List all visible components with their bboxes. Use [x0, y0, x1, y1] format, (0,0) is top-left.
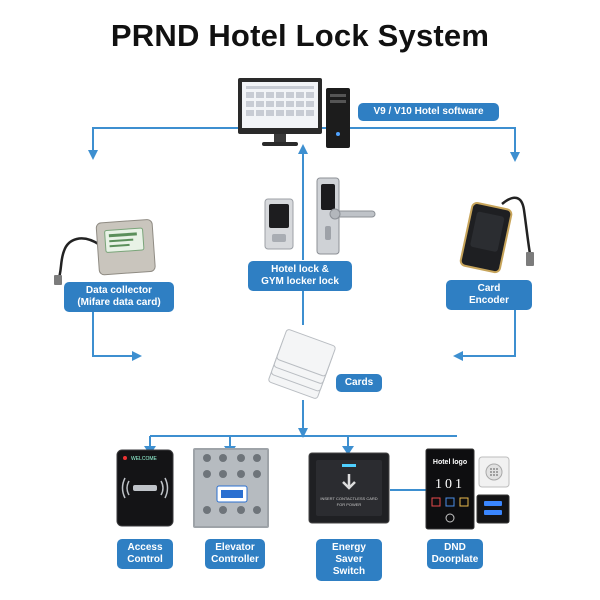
energy-text-line1: INSERT CONTACTLESS CARD: [320, 496, 377, 501]
card-encoder-label-line1: Card: [477, 283, 501, 294]
energy-text-line2: FOR POWER: [337, 502, 362, 507]
access-control-label-line2: Control: [127, 554, 163, 565]
access-control-label-line1: Access: [127, 542, 163, 553]
energy-saver-switch-icon: INSERT CONTACTLESS CARD FOR POWER: [308, 452, 390, 524]
access-brand-text: WELCOME: [131, 456, 158, 462]
data-collector-icon: [54, 219, 156, 285]
access-control-icon: WELCOME: [116, 449, 174, 527]
card-encoder-label-line2: Encoder: [468, 295, 509, 306]
data-collector-label: Data collector (Mifare data card): [64, 282, 174, 312]
doorplate-label-line2: Doorplate: [431, 554, 479, 565]
dnd-switch-icon: [476, 494, 510, 524]
elevator-controller-label-line2: Controller: [211, 554, 259, 565]
page-title: PRND Hotel Lock System: [110, 18, 490, 53]
flow-line-right-lower: [453, 290, 516, 361]
hotel-door-lock-icon: [316, 177, 376, 255]
elevator-controller-label: Elevator Controller: [205, 539, 265, 569]
doorplate-icon: Hotel logo 101: [425, 448, 475, 530]
arrow-energy: [342, 446, 354, 455]
hotel-lock-label: Hotel lock & GYM locker lock: [248, 261, 352, 291]
elevator-controller-icon: [193, 448, 269, 528]
doorbell-icon: [478, 456, 510, 488]
software-label: V9 / V10 Hotel software: [358, 103, 499, 121]
energy-saver-label-line1: Energy: [332, 542, 366, 553]
card-encoder-label: Card Encoder: [446, 280, 532, 310]
hotel-lock-label-line2: GYM locker lock: [261, 276, 339, 287]
cards-label: Cards: [336, 374, 382, 392]
energy-saver-label-line2: Saver Switch: [332, 554, 366, 577]
locker-lock-icon: [264, 198, 294, 250]
data-collector-label-line2: (Mifare data card): [77, 297, 161, 308]
hotel-lock-label-line1: Hotel lock &: [271, 264, 329, 275]
doorplate-label-line1: DND: [444, 542, 466, 553]
doorplate-number-text: 101: [435, 477, 465, 492]
cards-icon: [268, 329, 336, 399]
access-control-label: Access Control: [117, 539, 173, 569]
card-encoder-icon: [459, 196, 534, 274]
flow-line-bottom-bus: [149, 435, 457, 452]
energy-saver-label: Energy Saver Switch: [316, 539, 382, 581]
flow-line-left-lower: [92, 290, 142, 361]
doorplate-logo-text: Hotel logo: [433, 459, 467, 466]
computer-icon: [238, 78, 350, 148]
doorplate-label: DND Doorplate: [427, 539, 483, 569]
data-collector-label-line1: Data collector: [85, 285, 153, 296]
elevator-controller-label-line1: Elevator: [215, 542, 255, 553]
